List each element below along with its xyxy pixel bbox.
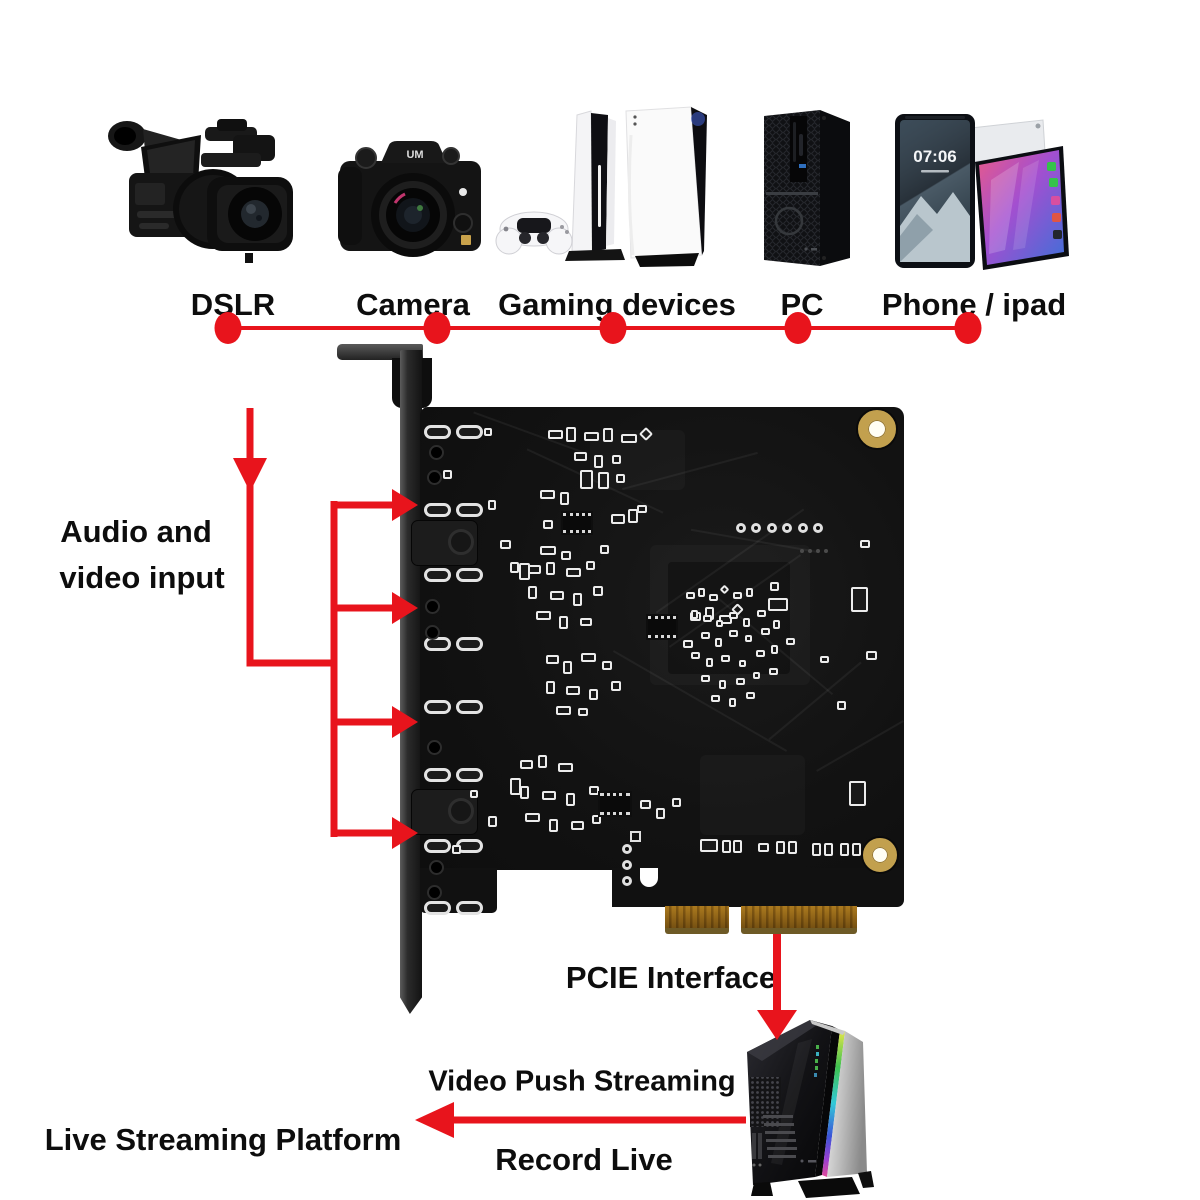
dot-camera <box>423 312 451 344</box>
screw-hole-top-right <box>858 410 896 448</box>
camera-image: UM <box>338 141 481 257</box>
dot-dslr <box>214 312 242 344</box>
tablet <box>975 146 1069 270</box>
pc-case-image <box>747 1020 874 1198</box>
audio-input-label-line1: Audio and <box>60 514 212 549</box>
record-live-label: Record Live <box>495 1142 673 1177</box>
dot-phone <box>954 312 982 344</box>
screw-hole-bottom-right <box>863 838 897 872</box>
port-button-icon <box>448 529 474 555</box>
pcb-notch <box>640 868 658 887</box>
dot-gaming <box>599 312 627 344</box>
audio-input-label-line2: video input <box>59 560 225 595</box>
card-bracket <box>400 350 422 1014</box>
dualsense-controller <box>495 211 573 255</box>
gaming-devices-image <box>495 106 707 267</box>
camcorder-image <box>108 119 293 263</box>
pcie-gold-fingers-long <box>741 906 857 934</box>
video-push-streaming-label: Video Push Streaming <box>428 1065 736 1098</box>
pcb-bottom-right <box>612 868 904 907</box>
pcie-gold-fingers-short <box>665 906 729 934</box>
pcie-interface-label: PCIE Interface <box>565 960 777 995</box>
pcie-to-pc-arrow <box>757 934 797 1040</box>
case-logo-marks <box>814 1045 819 1077</box>
streaming-arrow <box>415 1102 746 1138</box>
phone: 07:06 <box>895 114 975 268</box>
pcb-board <box>420 407 904 870</box>
pc-tower-image <box>764 110 850 266</box>
svg-text:UM: UM <box>406 149 423 161</box>
dot-pc <box>784 312 812 344</box>
phone-tablet-image: 07:06 <box>895 114 1069 270</box>
phone-time: 07:06 <box>913 147 956 166</box>
live-streaming-platform-label: Live Streaming Platform <box>44 1122 402 1157</box>
usb-port-1 <box>411 520 478 566</box>
port-arrows <box>330 489 418 849</box>
input-feed-arrow <box>233 408 334 667</box>
device-connector-line <box>214 312 982 344</box>
usb-port-2 <box>411 789 478 835</box>
port-button-icon <box>448 798 474 824</box>
device-label-camera: Camera <box>356 287 470 322</box>
